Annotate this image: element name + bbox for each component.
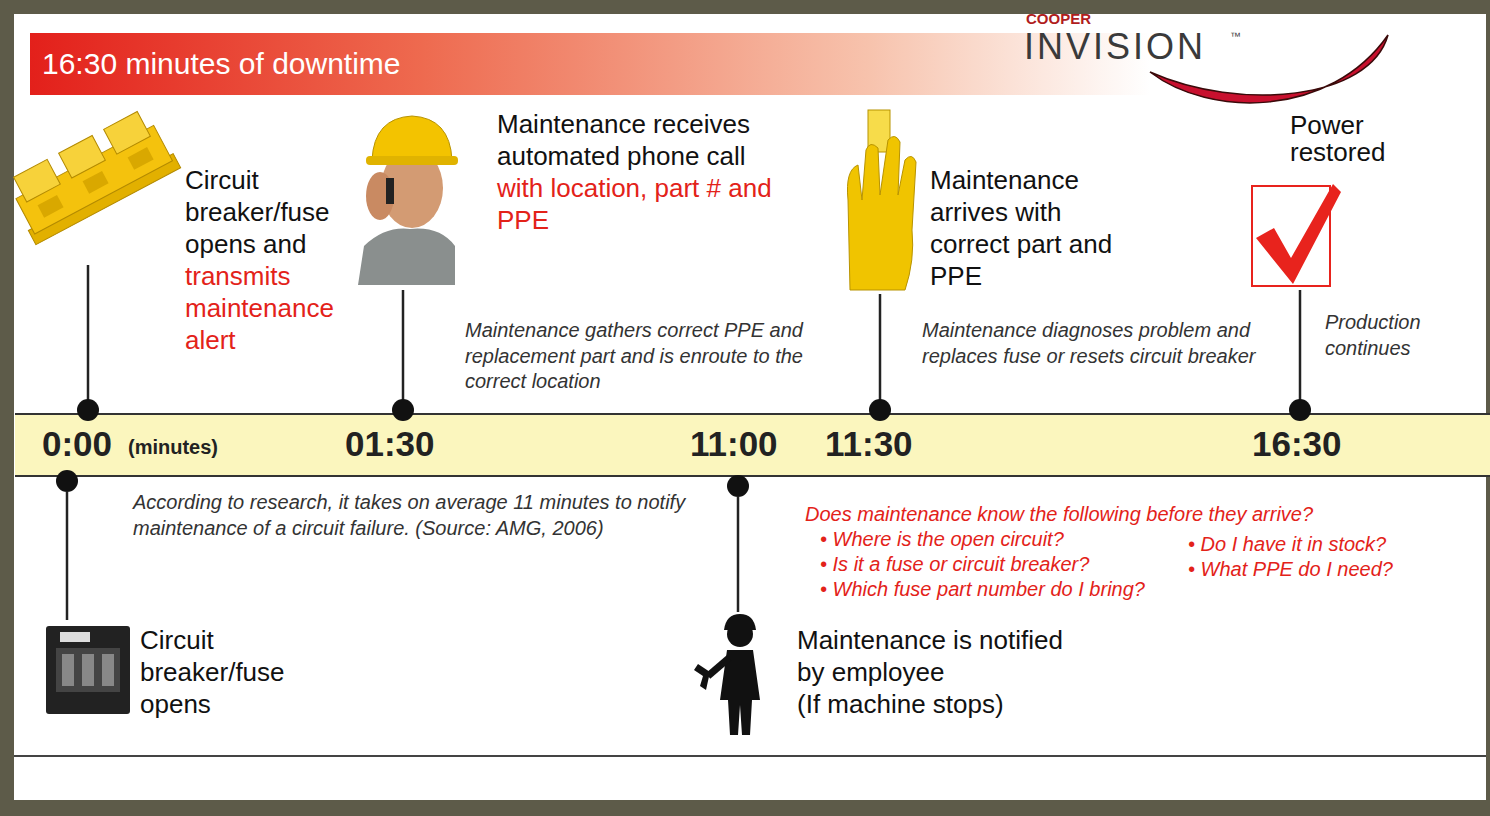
logo-text: COOPER — [1026, 10, 1091, 27]
text-group: Circuit breaker/fuse opens — [140, 624, 312, 720]
question-bullet: • Is it a fuse or circuit breaker? — [820, 552, 1180, 577]
timeline-band: 0:00 (minutes) 01:30 11:00 11:30 16:30 — [15, 414, 1490, 476]
text-group: Circuit breaker/fuse opens and transmits… — [185, 164, 357, 356]
question-bullet: • Do I have it in stock? — [1188, 532, 1458, 557]
question-bullet: • What PPE do I need? — [1188, 557, 1458, 582]
text-group: INVISION — [1024, 26, 1229, 68]
text-group: Production continues — [1325, 310, 1440, 361]
text-group: According to research, it takes on avera… — [133, 490, 725, 541]
question-bullet: • Where is the open circuit? — [820, 527, 1180, 552]
time-marker: 11:00 — [690, 423, 778, 465]
event-text: Circuit breaker/fuse opens — [140, 625, 285, 719]
trademark-mark: ™ — [1230, 30, 1241, 42]
time-marker: 01:30 — [345, 423, 435, 465]
event-text: Maintenance is notified by employee — [797, 624, 1097, 688]
text-group: Maintenance is notified by employee(If m… — [797, 624, 1097, 720]
event-text: Power restored — [1290, 110, 1385, 167]
event-note: Production continues — [1325, 311, 1421, 359]
question-bullet: • Which fuse part number do I bring? — [820, 577, 1180, 602]
text-group: Maintenance diagnoses problem and replac… — [922, 318, 1277, 369]
text-group: Power restored — [1290, 112, 1405, 166]
text-group: Maintenance receives automated phone cal… — [497, 108, 777, 236]
text-group: • Do I have it in stock?• What PPE do I … — [1188, 532, 1458, 582]
question-heading: Does maintenance know the following befo… — [805, 503, 1313, 525]
event-text: transmits maintenance alert — [185, 261, 334, 355]
event-text: Maintenance receives automated phone cal… — [497, 109, 750, 171]
text-group: Maintenance arrives with correct part an… — [930, 164, 1115, 292]
time-marker: 0:00 — [42, 423, 112, 465]
text-group: Maintenance gathers correct PPE and repl… — [465, 318, 835, 395]
text-group: • Where is the open circuit?• Is it a fu… — [820, 527, 1180, 602]
event-text: Maintenance arrives with correct part an… — [930, 165, 1112, 291]
text-group: ™ — [1230, 30, 1254, 43]
time-marker: 16:30 — [1252, 423, 1342, 465]
event-note: Maintenance diagnoses problem and replac… — [922, 319, 1255, 367]
title-text: 16:30 minutes of downtime — [42, 40, 401, 88]
time-marker: 11:30 — [825, 423, 913, 465]
event-text: (If machine stops) — [797, 688, 1097, 720]
text-group: COOPER — [1026, 10, 1126, 28]
event-text: with location, part # and PPE — [497, 173, 772, 235]
research-note: According to research, it takes on avera… — [133, 491, 685, 539]
time-marker: (minutes) — [128, 435, 218, 459]
event-text: Circuit breaker/fuse opens and — [185, 165, 330, 259]
text-group: Does maintenance know the following befo… — [805, 502, 1365, 527]
logo-text: INVISION — [1024, 26, 1206, 67]
event-note: Maintenance gathers correct PPE and repl… — [465, 319, 803, 392]
